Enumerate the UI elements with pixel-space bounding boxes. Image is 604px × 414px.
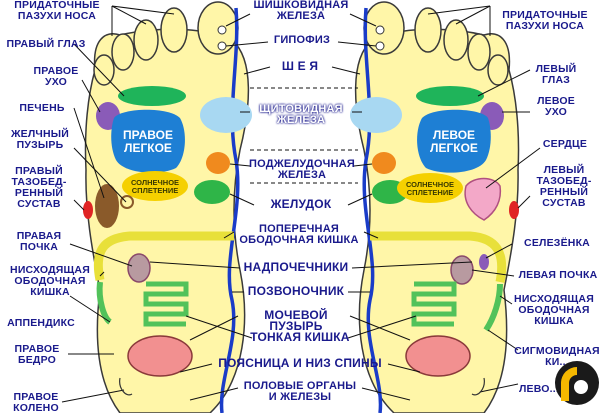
label-right-thigh: ПРАВОЕ БЕДРО bbox=[14, 343, 60, 366]
left-small-intestine bbox=[411, 281, 457, 327]
label-spleen: СЕЛЕЗЁНКА bbox=[524, 237, 590, 249]
label-right-knee: ПРАВОЕ КОЛЕНО bbox=[13, 391, 59, 414]
right-liver-zone bbox=[95, 184, 119, 228]
left-lung-zone bbox=[417, 109, 491, 173]
label-transverse-colon: ПОПЕРЕЧНАЯ ОБОДОЧНАЯ КИШКА bbox=[239, 223, 359, 246]
label-heart: СЕРДЦЕ bbox=[542, 138, 588, 150]
right-thyroid-zone bbox=[200, 97, 252, 133]
label-bladder: МОЧЕВОЙ ПУЗЫРЬ bbox=[264, 308, 328, 333]
label-thyroid: ЩИТОВИДНАЯ ЖЕЛЕЗА bbox=[259, 103, 343, 126]
right-toe-3 bbox=[133, 19, 159, 61]
label-stomach: ЖЕЛУДОК bbox=[270, 197, 332, 211]
right-solar-zone bbox=[122, 171, 188, 201]
right-spine-line bbox=[219, 7, 240, 413]
label-left-sinuses: ПРИДАТОЧНЫЕ ПАЗУХИ НОСА bbox=[502, 9, 588, 32]
left-toe-4 bbox=[467, 33, 491, 71]
label-right-hip-joint: ПРАВЫЙ ТАЗОБЕД- РЕННЫЙ СУСТАВ bbox=[11, 165, 67, 210]
label-liver: ПЕЧЕНЬ bbox=[19, 102, 65, 114]
left-pineal-dot bbox=[375, 25, 385, 35]
right-stomach-zone bbox=[194, 180, 230, 204]
right-toe-5 bbox=[93, 54, 115, 86]
leader-lines bbox=[61, 5, 541, 403]
left-thyroid-zone bbox=[350, 97, 402, 133]
right-pineal-dot bbox=[217, 25, 227, 35]
label-lower-back: ПОЯСНИЦА И НИЗ СПИНЫ bbox=[218, 356, 382, 370]
left-foot-organs bbox=[350, 86, 519, 377]
left-hip-zone bbox=[509, 201, 519, 219]
label-small-intestine: ТОНКАЯ КИШКА bbox=[250, 330, 350, 344]
label-left-partial: ЛЕВО... bbox=[518, 383, 559, 395]
label-sigmoid-colon: СИГМОВИДНАЯ КИ... bbox=[514, 345, 600, 368]
left-pituitary-dot bbox=[375, 41, 385, 51]
right-ankle-mark bbox=[119, 377, 133, 396]
left-bladder-zone bbox=[405, 335, 471, 377]
label-left-hip-joint: ЛЕВЫЙ ТАЗОБЕД- РЕННЫЙ СУСТАВ bbox=[536, 164, 592, 209]
label-left-ear: ЛЕВОЕ УХО bbox=[537, 95, 575, 118]
left-ankle-mark bbox=[471, 377, 485, 396]
label-ascending-colon: НИСХОДЯЩАЯ ОБОДОЧНАЯ КИШКА bbox=[10, 264, 90, 298]
left-toe-3 bbox=[443, 19, 469, 61]
label-left-kidney: ЛЕВАЯ ПОЧКА bbox=[518, 269, 598, 281]
left-heart-zone bbox=[464, 177, 502, 221]
left-kidney-zone bbox=[450, 255, 474, 285]
left-spleen-zone bbox=[479, 254, 489, 270]
right-gallbladder-zone bbox=[120, 195, 134, 209]
left-solar-zone bbox=[397, 173, 463, 203]
left-eye-zone bbox=[416, 86, 484, 106]
right-pancreas-zone bbox=[206, 152, 230, 174]
left-colon-green bbox=[483, 283, 503, 332]
right-lung-zone bbox=[111, 109, 185, 173]
left-spine-line bbox=[362, 7, 383, 413]
label-right-lung: ПРАВОЕ ЛЕГКОЕ bbox=[123, 128, 173, 155]
watermark-logo bbox=[555, 361, 599, 405]
left-toe-5 bbox=[487, 54, 509, 86]
label-left-eye: ЛЕВЫЙ ГЛАЗ bbox=[535, 63, 577, 86]
right-eye-zone bbox=[118, 86, 186, 106]
label-adrenals: НАДПОЧЕЧНИКИ bbox=[243, 260, 349, 274]
label-gallbladder: ЖЕЛЧНЫЙ ПУЗЫРЬ bbox=[10, 128, 70, 151]
right-colon-zone bbox=[93, 231, 234, 281]
right-small-intestine bbox=[143, 281, 189, 327]
label-spine: ПОЗВОНОЧНИК bbox=[247, 284, 345, 298]
label-solar-plexus-right-foot: СОЛНЕЧНОЕ СПЛЕТЕНИЕ bbox=[130, 178, 180, 195]
right-kidney-zone bbox=[127, 253, 151, 283]
right-pituitary-dot bbox=[217, 41, 227, 51]
neck-lines bbox=[250, 87, 358, 184]
label-right-ear: ПРАВОЕ УХО bbox=[33, 65, 79, 88]
label-solar-plexus-left-foot: СОЛНЕЧНОЕ СПЛЕТЕНИЕ bbox=[405, 180, 455, 197]
label-pineal: ШИШКОВИДНАЯ ЖЕЛЕЗА bbox=[253, 0, 349, 22]
right-toe-4 bbox=[111, 33, 135, 71]
label-right-sinuses: ПРИДАТОЧНЫЕ ПАЗУХИ НОСА bbox=[14, 0, 100, 22]
right-hip-zone bbox=[83, 201, 93, 219]
right-bladder-zone bbox=[127, 335, 193, 377]
label-genitals: ПОЛОВЫЕ ОРГАНЫ И ЖЕЛЕЗЫ bbox=[243, 380, 357, 403]
right-toe-2 bbox=[160, 7, 188, 53]
label-right-eye: ПРАВЫЙ ГЛАЗ bbox=[6, 38, 86, 50]
label-pituitary: ГИПОФИЗ bbox=[273, 34, 331, 46]
label-right-kidney: ПРАВАЯ ПОЧКА bbox=[16, 230, 62, 253]
label-neck: Ш Е Я bbox=[281, 59, 319, 73]
left-pancreas-zone bbox=[372, 152, 396, 174]
left-toe-2 bbox=[414, 7, 442, 53]
label-pancreas: ПОДЖЕЛУДОЧНАЯ ЖЕЛЕЗА bbox=[249, 158, 355, 181]
left-colon-zone bbox=[370, 231, 507, 283]
label-left-lung: ЛЕВОЕ ЛЕГКОЕ bbox=[430, 128, 478, 155]
label-descending-colon: НИСХОДЯЩАЯ ОБОДОЧНАЯ КИШКА bbox=[514, 293, 594, 327]
label-appendix: АППЕНДИКС bbox=[7, 317, 75, 329]
right-foot-organs bbox=[83, 86, 252, 377]
